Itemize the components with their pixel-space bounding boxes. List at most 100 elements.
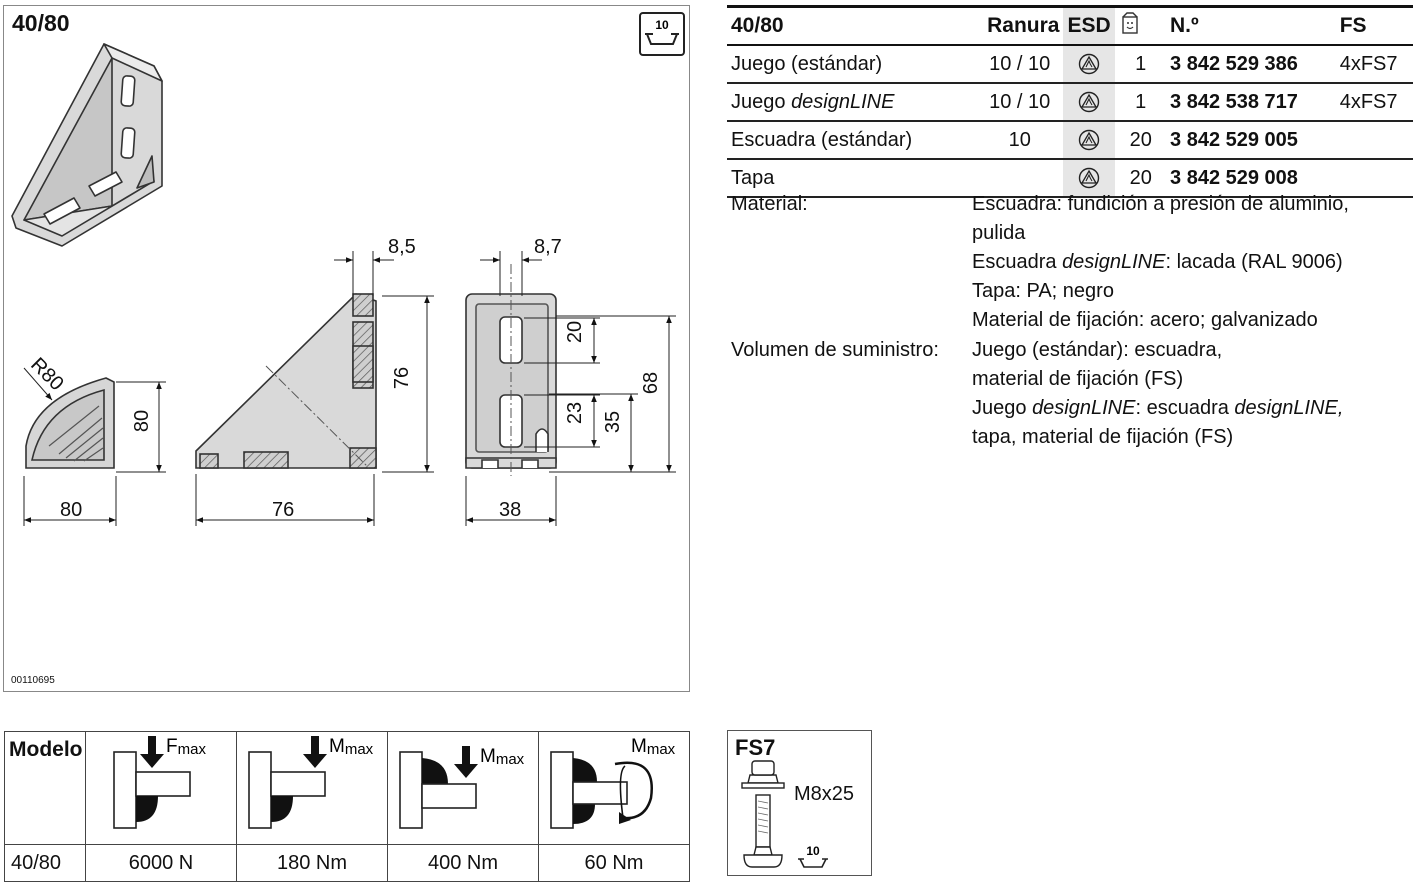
header-esd: ESD <box>1063 5 1116 46</box>
load-cell-mmax-1: Mmax <box>236 731 388 845</box>
spec-qty: 1 <box>1115 45 1167 84</box>
bolt-drawing: 10 <box>741 760 828 868</box>
moment-mmax-icon-2: Mmax <box>399 746 525 829</box>
drawing-title: 40/80 <box>12 10 70 36</box>
dim-8-7: 8,7 <box>534 236 562 258</box>
fastener-fs7-box: FS7 10 M8x25 <box>727 730 872 876</box>
spec-part-number: 3 842 529 008 <box>1166 159 1336 198</box>
load-value-mmax-3: 60 Nm <box>538 844 690 882</box>
material-line: Material de fijación: acero; galvanizado <box>972 309 1318 331</box>
supply-line: material de fijación (FS) <box>972 368 1184 390</box>
front-view-rect <box>465 264 557 476</box>
spec-desc: Escuadra (estándar) <box>727 121 976 160</box>
load-value-mmax-1: 180 Nm <box>236 844 388 882</box>
mmax-label-1: Mmax <box>329 736 374 758</box>
side-view-triangle <box>195 293 377 469</box>
dim-20: 20 <box>564 321 586 343</box>
header-part-number: N.º <box>1166 5 1336 46</box>
material-line: Escuadra designLINE: lacada (RAL 9006) <box>972 251 1343 273</box>
order-spec-table: 40/80 Ranura ESD N.º FS Juego (estándar)… <box>727 5 1413 198</box>
load-value-fmax: 6000 N <box>85 844 237 882</box>
spec-part-number: 3 842 529 386 <box>1166 45 1336 84</box>
fs7-bolt-size: M8x25 <box>794 783 855 805</box>
slot-size-badge: 10 <box>639 12 685 56</box>
dim-8-5: 8,5 <box>388 236 416 258</box>
spec-slot: 10 / 10 <box>975 83 1064 122</box>
load-model-header: Modelo <box>4 731 86 845</box>
fs7-slot-number: 10 <box>806 844 820 858</box>
front-view-radius <box>25 377 115 469</box>
supply-line: tapa, material de fijación (FS) <box>972 426 1234 448</box>
fs7-title: FS7 <box>735 735 776 760</box>
spec-header-row: 40/80 Ranura ESD N.º FS <box>727 5 1413 46</box>
fmax-label: Fmax <box>166 736 206 758</box>
torsion-mmax-icon: Mmax <box>550 736 676 829</box>
dim-width-76: 76 <box>272 499 294 521</box>
spec-desc: Tapa <box>727 159 976 198</box>
supply-values: Juego (estándar): escuadra, material de f… <box>972 336 1343 452</box>
dim-35: 35 <box>602 411 624 433</box>
spec-qty: 1 <box>1115 83 1167 122</box>
load-capacity-table: Modelo Fmax Mmax <box>4 731 690 882</box>
load-value-row: 40/80 6000 N 180 Nm 400 Nm 60 Nm <box>4 844 690 882</box>
material-line: pulida <box>972 222 1026 244</box>
spec-esd <box>1063 121 1116 160</box>
spec-fastener: 4xFS7 <box>1335 45 1413 84</box>
supply-line: Juego (estándar): escuadra, <box>972 339 1223 361</box>
spec-fastener <box>1335 159 1413 198</box>
material-label: Material: <box>731 193 808 215</box>
dim-height-76: 76 <box>391 367 413 389</box>
supply-label: Volumen de suministro: <box>731 339 939 361</box>
spec-esd <box>1063 83 1116 122</box>
dim-68: 68 <box>640 372 662 394</box>
spec-part-number: 3 842 529 005 <box>1166 121 1336 160</box>
fs7-slot-icon <box>798 858 828 868</box>
header-quantity-icon <box>1115 5 1167 46</box>
isometric-view <box>11 43 163 247</box>
spec-slot <box>975 159 1064 198</box>
esd-icon <box>1079 92 1100 113</box>
spec-fastener <box>1335 121 1413 160</box>
spec-esd <box>1063 45 1116 84</box>
esd-icon <box>1079 54 1100 75</box>
load-icon-row: Modelo Fmax Mmax <box>4 731 690 845</box>
technical-drawing-panel: 40/80 <box>3 5 690 692</box>
load-cell-fmax: Fmax <box>85 731 237 845</box>
dim-height-80: 80 <box>131 410 153 432</box>
dim-23: 23 <box>564 402 586 424</box>
spec-qty: 20 <box>1115 159 1167 198</box>
material-line: Escuadra: fundición a presión de alumini… <box>972 193 1349 215</box>
header-model: 40/80 <box>727 5 976 46</box>
spec-fastener: 4xFS7 <box>1335 83 1413 122</box>
esd-icon <box>1079 168 1100 189</box>
supply-line: Juego designLINE: escuadra designLINE, <box>972 397 1344 419</box>
spec-slot: 10 / 10 <box>975 45 1064 84</box>
spec-slot: 10 <box>975 121 1064 160</box>
mmax-label-2: Mmax <box>480 746 525 768</box>
load-model-value: 40/80 <box>4 844 86 882</box>
slot-profile-icon: 10 <box>645 18 679 45</box>
spec-desc: Juego (estándar) <box>727 45 976 84</box>
dim-r80: R80 <box>26 354 68 396</box>
package-quantity-icon <box>1122 12 1139 34</box>
moment-mmax-icon-1: Mmax <box>248 736 374 829</box>
material-values: Escuadra: fundición a presión de alumini… <box>972 190 1349 335</box>
load-cell-mmax-3: Mmax <box>538 731 690 845</box>
mmax-label-3: Mmax <box>631 736 676 758</box>
spec-qty: 20 <box>1115 121 1167 160</box>
slot-badge-number: 10 <box>655 18 669 32</box>
dim-width-80: 80 <box>60 499 82 521</box>
dim-width-38: 38 <box>499 499 521 521</box>
header-fastener: FS <box>1335 5 1413 46</box>
material-line: Tapa: PA; negro <box>972 280 1114 302</box>
header-slot: Ranura <box>975 5 1064 46</box>
spec-part-number: 3 842 538 717 <box>1166 83 1336 122</box>
dimension-lines <box>23 251 676 526</box>
load-value-mmax-2: 400 Nm <box>387 844 539 882</box>
load-cell-mmax-2: Mmax <box>387 731 539 845</box>
drawing-views: R80 80 80 76 76 8,5 8,7 20 23 35 68 38 <box>11 43 676 526</box>
force-fmax-icon: Fmax <box>113 736 206 829</box>
